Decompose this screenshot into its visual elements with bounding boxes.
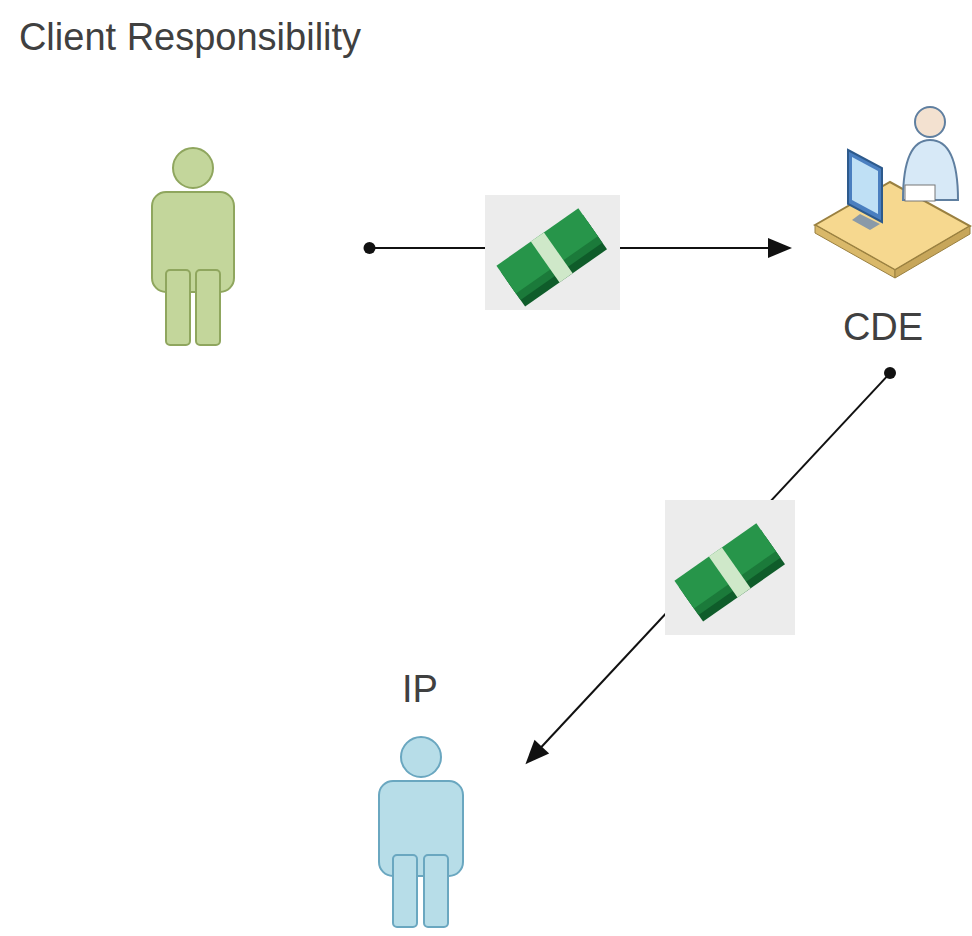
person-icon: [379, 737, 463, 927]
person-icon: [152, 148, 234, 345]
money-icon: [665, 500, 795, 635]
workstation-icon: [815, 107, 970, 278]
node-label: IP: [402, 660, 438, 719]
node-label: Client Responsibility: [19, 8, 361, 67]
node-label: CDE: [843, 298, 923, 357]
actor-node: Client Responsibility: [11, 8, 370, 353]
actor-node: CDE: [798, 95, 968, 357]
actor-node: IP: [320, 660, 520, 930]
flow-arrow: [525, 367, 896, 764]
money-icon: [485, 195, 620, 310]
